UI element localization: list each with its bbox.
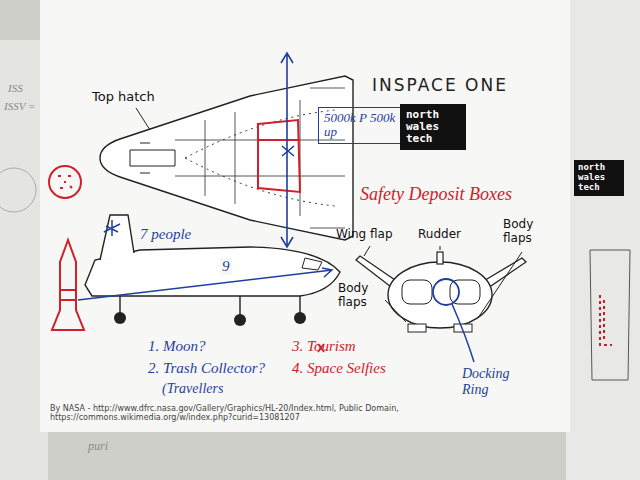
handwritten-note: 7 people: [140, 226, 191, 243]
top-dotted-lines: [185, 110, 335, 206]
docking-ring-leader: [452, 304, 474, 362]
wheel: [294, 312, 306, 324]
part-label: Body flaps: [503, 218, 551, 246]
rudder: [437, 252, 443, 264]
left-scribble: [0, 168, 36, 212]
list-item: 2. Trash Collector?: [148, 360, 265, 377]
part-label: Rudder: [418, 228, 461, 242]
top-hatch-leader: [136, 108, 150, 130]
blue-cross: [282, 146, 294, 156]
blue-length-line: [78, 268, 332, 300]
handwritten-note: Safety Deposit Boxes: [360, 184, 512, 205]
part-label: Wing flap: [336, 228, 393, 242]
body-flap: [408, 324, 426, 332]
front-body: [388, 262, 492, 328]
side-fin: [100, 215, 134, 260]
red-box-sketch: [258, 120, 300, 192]
faint-note: ISS: [8, 82, 23, 95]
box-text: 5000k P 500k up: [324, 111, 396, 140]
dimension-number: 9: [220, 258, 232, 275]
list-item: 1. Moon?: [148, 338, 206, 355]
right-sketch-outline: [590, 250, 630, 380]
image-credit: By NASA - http://www.dfrc.nasa.gov/Galle…: [50, 404, 550, 422]
logo-box: north wales tech: [400, 104, 466, 150]
leader-lines: [364, 246, 522, 322]
red-dots: [58, 176, 72, 188]
top-panel-lines: [175, 88, 345, 228]
part-label: Top hatch: [92, 90, 155, 105]
box-text: north wales tech: [406, 109, 458, 145]
part-label: Body flaps: [338, 282, 384, 310]
top-hatch-detail: [130, 143, 175, 173]
main-sheet: [40, 0, 570, 432]
box-text: north wales tech: [578, 163, 618, 193]
blue-figure-doodle: [104, 220, 120, 236]
front-pod: [402, 280, 432, 304]
faint-note: ISSV =: [4, 100, 35, 113]
faint-note: puri: [88, 440, 108, 454]
right-paper: [566, 0, 640, 480]
note-box: 5000k P 500k up: [318, 107, 404, 144]
red-rocket-doodle: [52, 240, 84, 330]
sheet-title: INSPACE ONE: [372, 76, 508, 96]
list-item: (Travellers: [162, 381, 223, 397]
list-item: 4. Space Selfies: [292, 360, 386, 377]
red-circle-doodle: [49, 166, 81, 198]
cockpit-window: [302, 258, 322, 270]
front-pod: [450, 280, 480, 304]
list-item: 3. Tourism: [292, 338, 356, 355]
logo-box: north wales tech: [574, 160, 624, 196]
right-sketch: [600, 295, 612, 345]
wheel: [114, 312, 126, 324]
docking-ring-mark: [433, 279, 459, 305]
handwritten-note: Docking Ring: [462, 366, 524, 398]
blue-span-arrow: [281, 53, 293, 247]
wheel: [234, 314, 246, 326]
gear-struts: [120, 296, 300, 316]
